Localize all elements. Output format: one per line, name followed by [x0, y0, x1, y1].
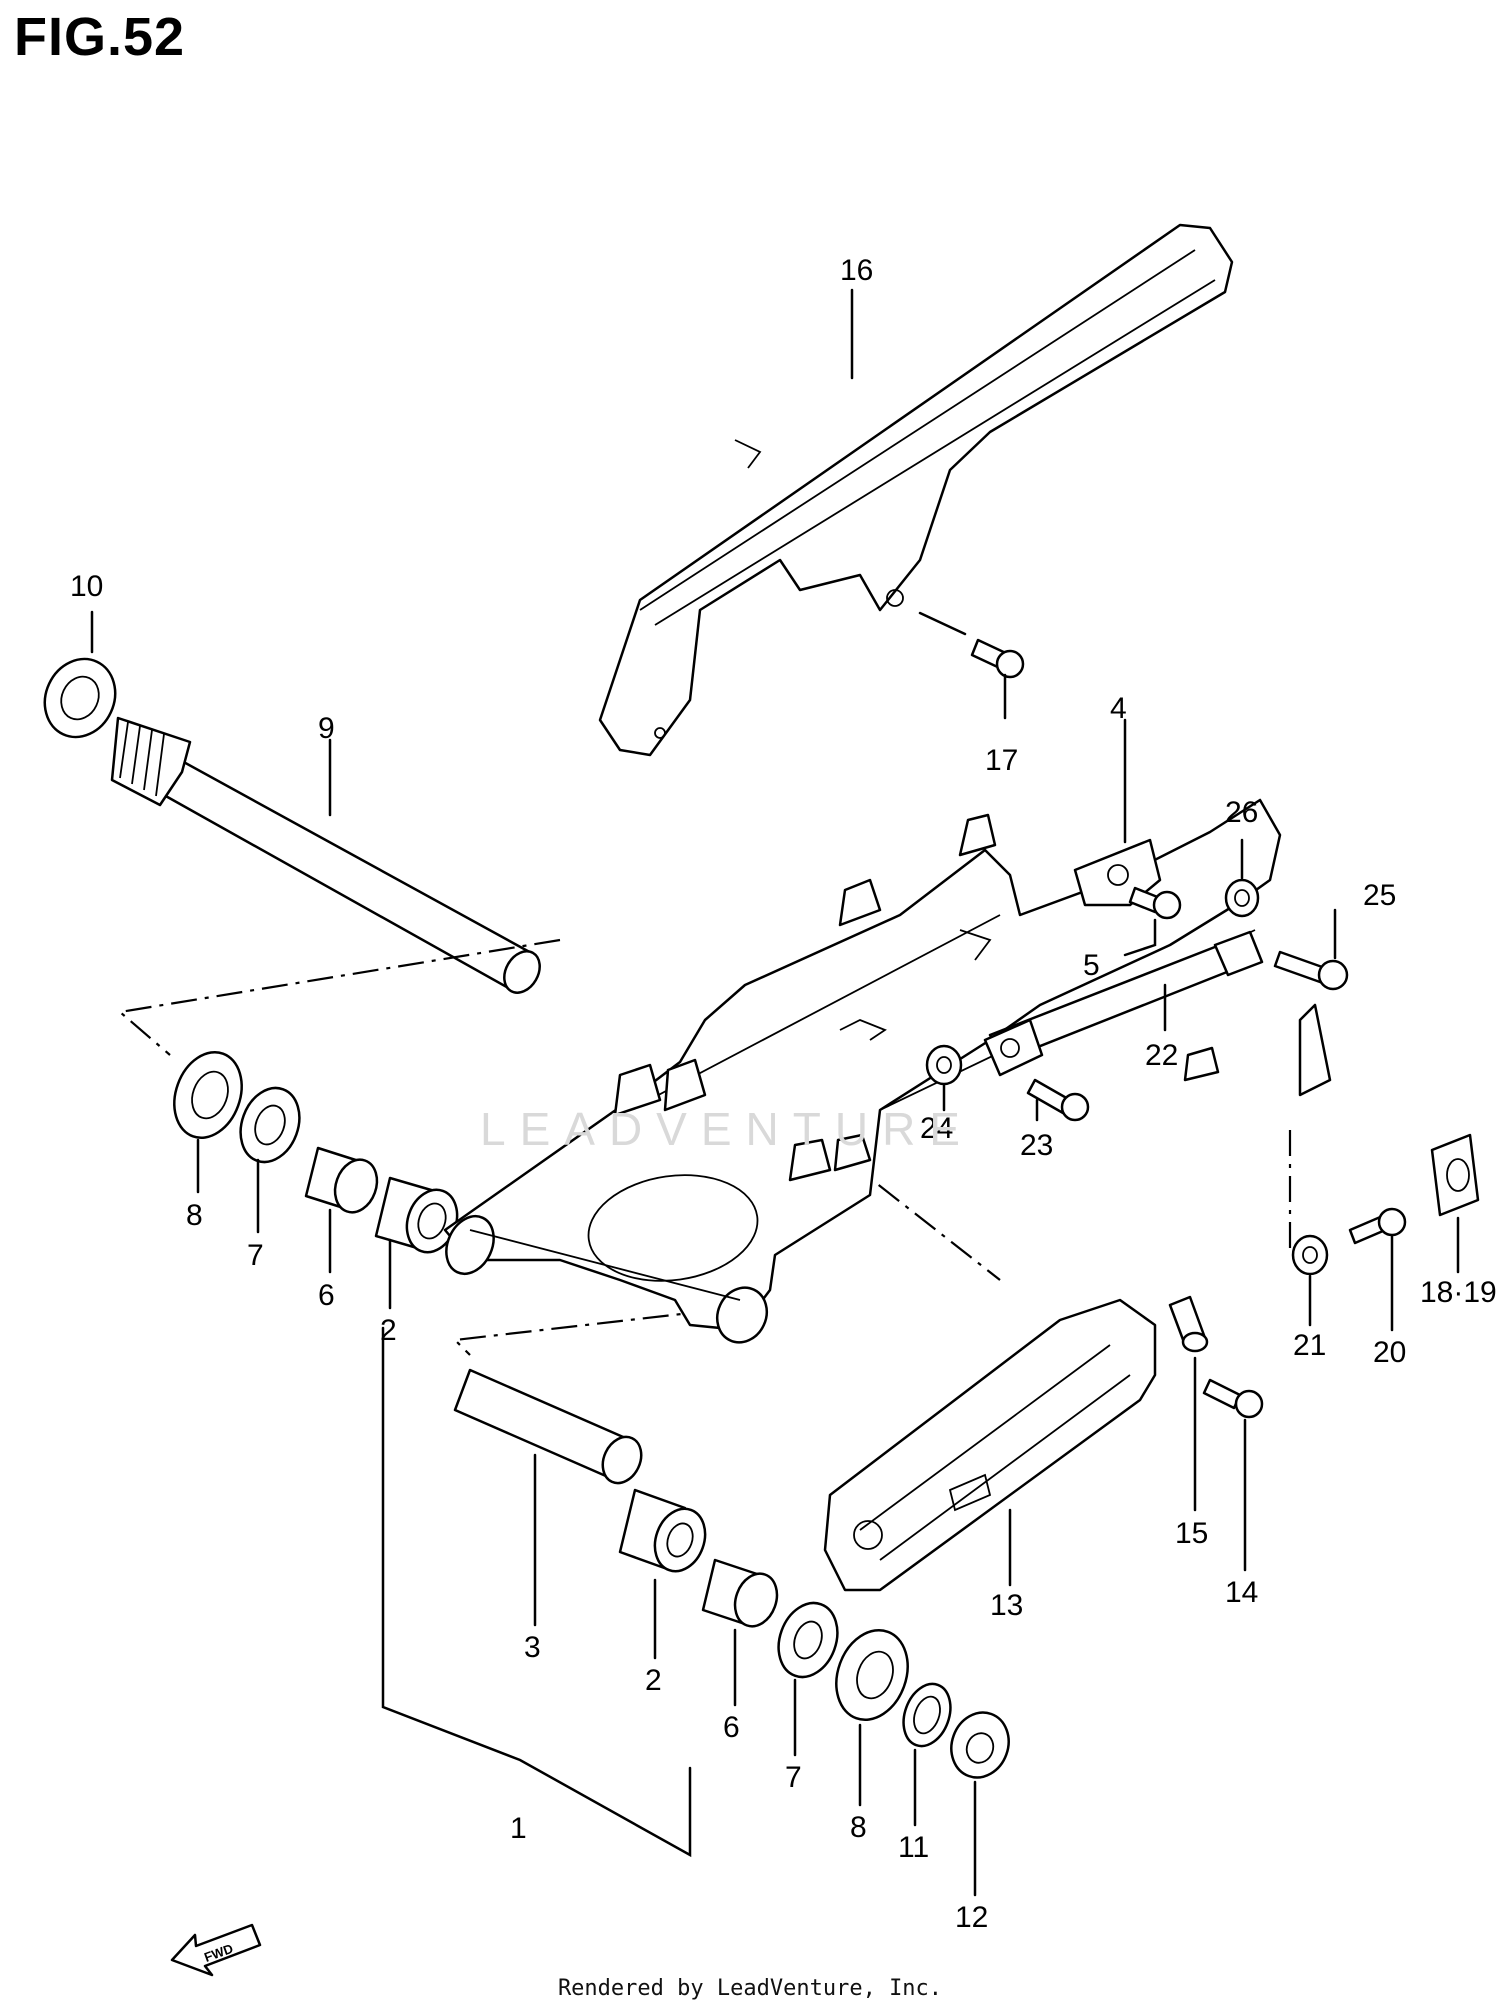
callout-4: 4 [1110, 692, 1127, 725]
spacer-3 [453, 1368, 643, 1627]
spacer-left [304, 1146, 379, 1214]
chain-case [598, 223, 1234, 757]
callout-11: 11 [898, 1831, 929, 1864]
dust-seal-8-lower [835, 1628, 909, 1807]
callout-21: 21 [1293, 1329, 1326, 1362]
callout-20: 20 [1373, 1336, 1406, 1369]
bolt-23 [1026, 1078, 1090, 1122]
bolt-17 [918, 611, 1025, 720]
bolt-25 [1273, 908, 1349, 991]
callout-8-lower: 8 [850, 1811, 867, 1844]
callout-5: 5 [1083, 949, 1100, 982]
chain-guide-13 [823, 1298, 1157, 1592]
nut-12 [950, 1711, 1010, 1897]
callout-7-left: 7 [247, 1239, 264, 1272]
callout-14: 14 [1225, 1576, 1258, 1609]
bearing-2-lower [618, 1488, 707, 1660]
dust-seal-left [173, 1050, 243, 1140]
callout-8-left: 8 [186, 1199, 203, 1232]
bolt-14 [1202, 1378, 1264, 1572]
callout-17: 17 [985, 744, 1018, 777]
callout-2-left: 2 [380, 1314, 397, 1347]
callout-12: 12 [955, 1901, 988, 1934]
nut-10 [43, 610, 117, 739]
swingarm [443, 798, 1332, 1344]
callout-16: 16 [840, 254, 873, 287]
callout-2-lower: 2 [645, 1664, 662, 1697]
pivot-shaft [110, 716, 541, 994]
rod-22 [983, 930, 1264, 1077]
callout-7-lower: 7 [785, 1761, 802, 1794]
callout-24: 24 [920, 1112, 953, 1145]
washer-7-lower [777, 1601, 839, 1757]
plate-4 [1073, 718, 1162, 907]
bolt-20 [1348, 1207, 1407, 1332]
figure-title: FIG.52 [14, 7, 186, 67]
callout-6-left: 6 [318, 1279, 335, 1312]
callout-9: 9 [318, 712, 335, 745]
nut-21 [1291, 1234, 1329, 1327]
callout-1: 1 [510, 1812, 527, 1845]
washer-11 [902, 1682, 952, 1827]
bolt-5 [1123, 886, 1182, 957]
watermark: LEADVENTURE [480, 1103, 974, 1155]
callout-13: 13 [990, 1589, 1023, 1622]
render-credit: Rendered by LeadVenture, Inc. [557, 1976, 943, 2001]
callout-10: 10 [70, 570, 103, 603]
assembly-bracket-1 [381, 1326, 692, 1858]
callout-25: 25 [1363, 879, 1396, 912]
guide-line-lower [452, 1303, 761, 1356]
fwd-arrow-icon: FWD [170, 1923, 262, 1977]
callout-3: 3 [524, 1631, 541, 1664]
block-18-19 [1430, 1133, 1480, 1274]
callout-15: 15 [1175, 1517, 1208, 1550]
collar-15 [1168, 1295, 1209, 1512]
callout-6-lower: 6 [723, 1711, 740, 1744]
guide-line-upper [117, 938, 561, 1056]
bearing-left [374, 1176, 459, 1254]
nut-24 [925, 1044, 963, 1112]
callout-23: 23 [1020, 1129, 1053, 1162]
spacer-6-lower [701, 1558, 779, 1707]
callout-26: 26 [1225, 796, 1258, 829]
callout-22: 22 [1145, 1039, 1178, 1072]
nut-26 [1224, 838, 1260, 918]
callout-18-19: 18·19 [1420, 1276, 1497, 1309]
